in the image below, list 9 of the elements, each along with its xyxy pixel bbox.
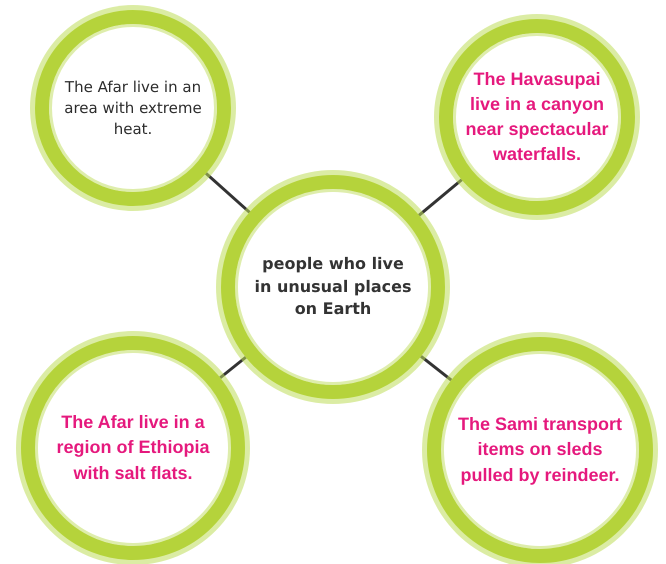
node-text: The Afar live in a region of Ethiopia with salt flats. bbox=[56, 411, 211, 485]
node-text: The Afar live in an area with extreme heat. bbox=[63, 76, 203, 140]
connector-line bbox=[420, 355, 452, 382]
connector-line bbox=[205, 172, 251, 214]
node-text: people who live in unusual places on Earth bbox=[254, 253, 412, 320]
node-text: The Sami transport items on sleds pulled by reindeer. bbox=[456, 413, 624, 487]
node-text: The Havasupai live in a canyon near spectacular waterfalls. bbox=[464, 68, 610, 166]
connector-line bbox=[219, 356, 247, 379]
connector-line bbox=[418, 178, 463, 216]
